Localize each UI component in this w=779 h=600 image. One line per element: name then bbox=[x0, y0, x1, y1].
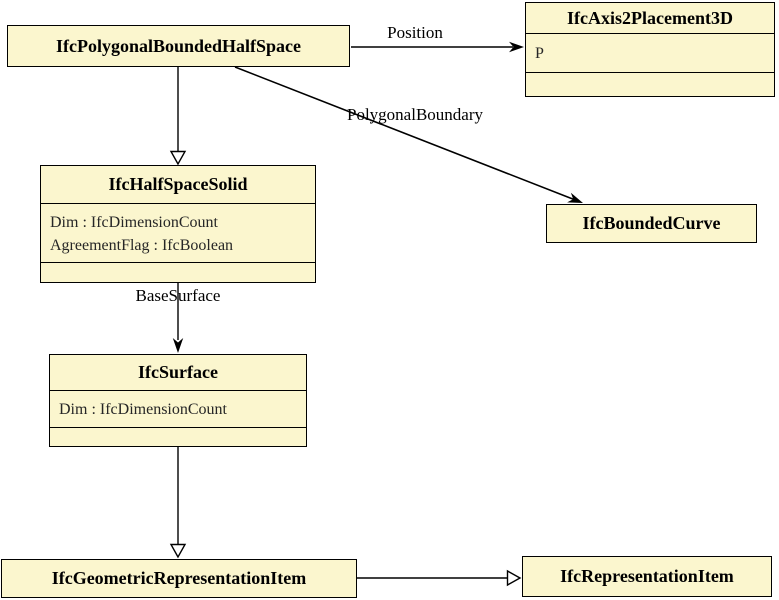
attribute-line: AgreementFlag : IfcBoolean bbox=[50, 237, 234, 254]
operations-compartment bbox=[50, 427, 306, 446]
class-title: IfcBoundedCurve bbox=[582, 213, 721, 233]
edge-label-polygonal-boundary: PolygonalBoundary bbox=[347, 105, 483, 124]
class-box-ifcboundedcurve[interactable]: IfcBoundedCurve bbox=[546, 204, 757, 243]
class-box-ifchalfspacesolid[interactable]: IfcHalfSpaceSolid Dim : IfcDimensionCoun… bbox=[40, 165, 316, 283]
generalization-hollow-triangle-icon bbox=[169, 543, 187, 559]
class-title: IfcAxis2Placement3D bbox=[567, 7, 733, 28]
class-box-ifcsurface[interactable]: IfcSurface Dim : IfcDimensionCount bbox=[49, 354, 307, 447]
class-title: IfcPolygonalBoundedHalfSpace bbox=[55, 35, 302, 56]
class-title: IfcRepresentationItem bbox=[560, 566, 734, 586]
class-box-ifcgeometricrepresentationitem[interactable]: IfcGeometricRepresentationItem bbox=[1, 559, 357, 598]
class-box-ifcrepresentationitem[interactable]: IfcRepresentationItem bbox=[522, 556, 772, 597]
class-title: IfcSurface bbox=[138, 362, 218, 382]
edge-polygonal-boundary-line bbox=[234, 66, 575, 201]
attributes-compartment: Dim : IfcDimensionCount AgreementFlag : … bbox=[41, 203, 315, 262]
class-title: IfcGeometricRepresentationItem bbox=[51, 568, 307, 588]
edge-base-surface-arrowhead-icon bbox=[172, 338, 184, 353]
generalization-hollow-triangle-icon bbox=[506, 569, 522, 587]
generalization-hollow-triangle-icon bbox=[169, 150, 187, 166]
attribute-line: Dim : IfcDimensionCount bbox=[50, 213, 218, 231]
edge-label-position: Position bbox=[387, 23, 443, 42]
class-box-ifcpolygonalboundedhalfspace[interactable]: IfcPolygonalBoundedHalfSpace bbox=[7, 25, 350, 67]
operations-compartment bbox=[41, 262, 315, 282]
attribute-line: P bbox=[535, 45, 544, 63]
operations-compartment bbox=[526, 72, 774, 96]
edge-label-base-surface: BaseSurface bbox=[135, 286, 221, 305]
attributes-compartment: Dim : IfcDimensionCount bbox=[50, 390, 306, 427]
class-box-ifcaxis2placement3d[interactable]: IfcAxis2Placement3D P bbox=[525, 2, 775, 97]
class-title: IfcHalfSpaceSolid bbox=[108, 174, 248, 194]
attribute-line: Dim : IfcDimensionCount bbox=[59, 401, 227, 419]
edge-position-arrowhead-icon bbox=[509, 41, 524, 53]
attributes-compartment: P bbox=[526, 33, 774, 72]
edge-polygonal-boundary-arrowhead-icon bbox=[567, 192, 583, 203]
